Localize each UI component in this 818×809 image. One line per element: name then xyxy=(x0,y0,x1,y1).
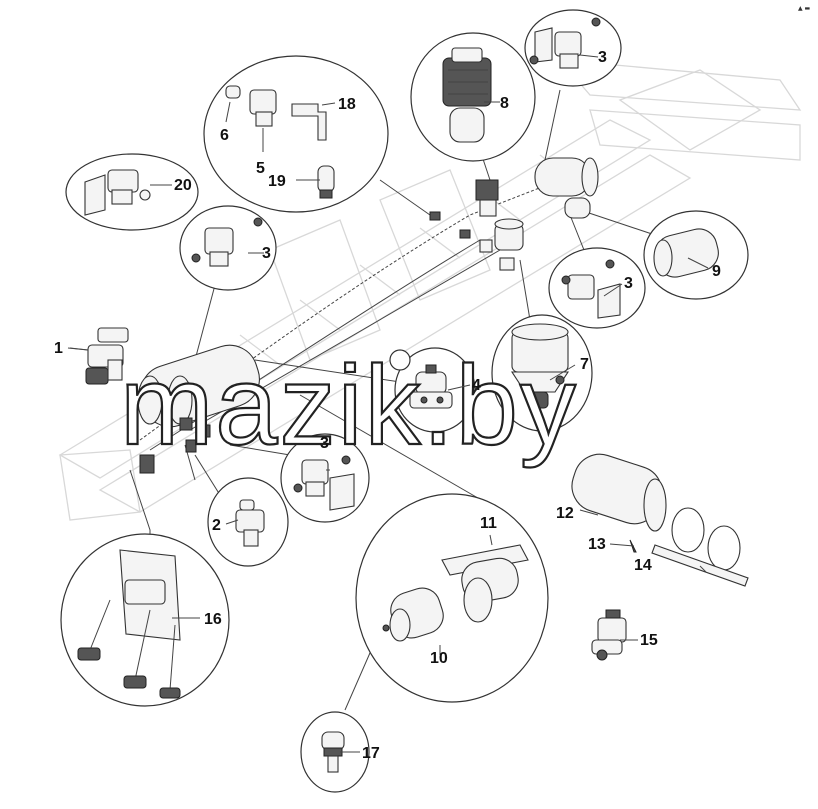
frame-mounted-receivers xyxy=(137,157,599,474)
callout-10: 10 xyxy=(430,650,448,667)
callout-labels: 1 2 3 3 3 3 4 5 6 7 8 9 10 11 12 13 14 1… xyxy=(54,49,721,762)
small-fitting-circle xyxy=(389,349,411,371)
callout-3-right: 3 xyxy=(624,275,633,292)
detail-circle-20 xyxy=(65,153,199,231)
air-lines xyxy=(129,89,656,711)
detail-circle-5-6-18-19 xyxy=(203,55,389,213)
callout-12: 12 xyxy=(556,505,574,522)
callout-4: 4 xyxy=(472,377,481,394)
part-15-valve xyxy=(591,609,627,661)
callout-19: 19 xyxy=(268,173,286,190)
callout-7: 7 xyxy=(580,356,589,373)
detail-circle-9 xyxy=(643,210,749,300)
callout-leaders xyxy=(67,54,709,753)
detail-circle-4 xyxy=(394,347,476,433)
callout-1: 1 xyxy=(54,340,63,357)
callout-8: 8 xyxy=(500,95,509,112)
callout-18: 18 xyxy=(338,96,356,113)
callout-5: 5 xyxy=(256,160,265,177)
detail-circle-8 xyxy=(410,32,536,162)
part-1-brake-valve xyxy=(69,327,129,385)
callout-3-middle: 3 xyxy=(320,435,329,452)
detail-circle-3-middle xyxy=(280,433,370,523)
chassis-frame xyxy=(58,59,802,521)
detail-circle-3-right xyxy=(548,247,646,329)
callout-2: 2 xyxy=(212,517,221,534)
detail-circle-10-11 xyxy=(355,493,549,703)
detail-circle-3-top-right xyxy=(524,9,622,87)
callout-17: 17 xyxy=(362,745,380,762)
callout-15: 15 xyxy=(640,632,658,649)
detail-circle-16 xyxy=(60,533,230,707)
callout-6: 6 xyxy=(220,127,229,144)
callout-3-top-right: 3 xyxy=(598,49,607,66)
callout-20: 20 xyxy=(174,177,192,194)
corner-mark: ▲ ▬ xyxy=(798,5,811,12)
callout-16: 16 xyxy=(204,611,222,628)
parts-12-13-14 xyxy=(571,453,749,587)
callout-14: 14 xyxy=(634,557,652,574)
callout-3-left: 3 xyxy=(262,245,271,262)
callout-9: 9 xyxy=(712,263,721,280)
callout-11: 11 xyxy=(480,515,497,532)
detail-circle-3-left xyxy=(179,205,277,291)
watermark: mazik.by xyxy=(120,343,578,468)
detail-circle-17 xyxy=(300,711,370,793)
callout-13: 13 xyxy=(588,536,606,553)
detail-circle-7 xyxy=(491,314,593,432)
detail-circle-2 xyxy=(207,477,289,567)
